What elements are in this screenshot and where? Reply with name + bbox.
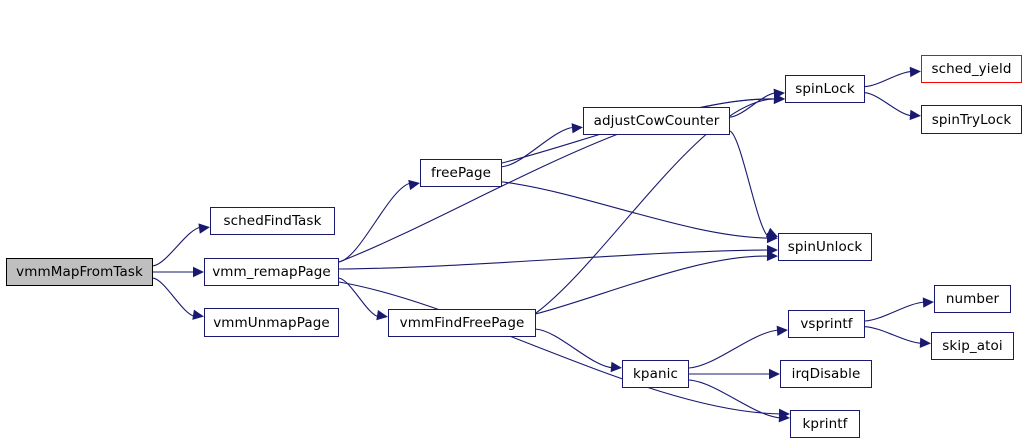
- graph-arrowhead-vmmFindFreePage-to-spinUnlock: [766, 250, 778, 262]
- graph-node-skip_atoi[interactable]: skip_atoi: [931, 332, 1014, 360]
- graph-edge-vmmFindFreePage-to-spinLock: [535, 98, 777, 314]
- graph-node-label: spinTryLock: [931, 111, 1012, 128]
- graph-edge-vmmFindFreePage-to-kpanic: [535, 328, 614, 369]
- graph-node-irqDisable[interactable]: irqDisable: [780, 360, 872, 388]
- graph-arrowhead-vmm_remapPage-to-vmmFindFreePage: [376, 309, 388, 321]
- graph-node-label: vmmMapFromTask: [16, 264, 143, 280]
- graph-edge-vmm_remapPage-to-freePage: [338, 182, 412, 263]
- graph-arrowhead-vmmFindFreePage-to-spinLock: [773, 93, 785, 105]
- graph-arrowhead-kpanic-to-vsprintf: [776, 325, 788, 336]
- graph-node-label: irqDisable: [791, 366, 861, 382]
- graph-arrowhead-vmmMapFromTask-to-schedFindTask: [198, 223, 210, 234]
- graph-node-vmmFindFreePage[interactable]: vmmFindFreePage: [388, 309, 536, 337]
- graph-arrowhead-vmm_remapPage-to-freePage: [408, 179, 420, 191]
- graph-node-label: number: [945, 291, 1000, 307]
- graph-edge-vmmFindFreePage-to-spinUnlock: [535, 255, 770, 315]
- graph-arrowhead-vmmMapFromTask-to-vmm_remapPage: [193, 266, 204, 278]
- graph-node-label: vmm_remapPage: [212, 264, 331, 280]
- graph-edge-spinLock-to-spinTryLock: [864, 92, 913, 117]
- graph-arrowhead-vmmFindFreePage-to-kpanic: [610, 361, 622, 373]
- graph-node-spinLock[interactable]: spinLock: [785, 75, 865, 103]
- graph-edge-vmmMapFromTask-to-vmmUnmapPage: [152, 277, 196, 317]
- graph-arrowhead-vmmMapFromTask-to-vmmUnmapPage: [192, 309, 204, 320]
- graph-node-label: kpanic: [633, 366, 678, 382]
- graph-node-label: vmmFindFreePage: [399, 315, 525, 331]
- graph-arrowhead-spinLock-to-spinTryLock: [909, 109, 921, 121]
- graph-edge-spinLock-to-sched_yield: [864, 70, 913, 88]
- graph-arrowhead-kpanic-to-irqDisable: [769, 368, 780, 380]
- graph-node-vsprintf[interactable]: vsprintf: [788, 310, 865, 338]
- graph-node-label: kprintf: [802, 416, 848, 432]
- graph-edge-adjustCowCounter-to-spinLock: [729, 92, 777, 118]
- graph-edge-vmm_remapPage-to-spinUnlock: [338, 249, 770, 270]
- graph-node-spinUnlock[interactable]: spinUnlock: [778, 233, 872, 261]
- graph-node-adjustCowCounter[interactable]: adjustCowCounter: [583, 107, 730, 135]
- graph-node-label: spinLock: [795, 81, 855, 97]
- graph-node-vmmUnmapPage[interactable]: vmmUnmapPage: [204, 308, 339, 337]
- graph-edge-adjustCowCounter-to-spinUnlock: [729, 130, 770, 238]
- graph-edge-vmmMapFromTask-to-schedFindTask: [152, 226, 202, 267]
- graph-edge-vmm_remapPage-to-vmmFindFreePage: [338, 277, 380, 318]
- graph-node-spinTryLock[interactable]: spinTryLock: [921, 105, 1022, 134]
- graph-edge-vsprintf-to-number: [864, 301, 926, 322]
- graph-arrowhead-kpanic-to-kprintf: [778, 412, 790, 423]
- graph-node-label: schedFindTask: [223, 213, 322, 229]
- graph-edge-vsprintf-to-skip_atoi: [864, 326, 923, 344]
- graph-edge-vmm_remapPage-to-kprintf: [338, 281, 782, 415]
- graph-node-label: freePage: [430, 165, 492, 181]
- graph-node-sched_yield[interactable]: sched_yield: [921, 55, 1022, 83]
- graph-node-kprintf[interactable]: kprintf: [790, 410, 860, 438]
- graph-node-label: vsprintf: [800, 316, 853, 332]
- graph-edge-kpanic-to-kprintf: [688, 379, 782, 419]
- graph-arrowhead-spinLock-to-sched_yield: [909, 66, 921, 78]
- graph-edge-kpanic-to-vsprintf: [688, 329, 780, 369]
- graph-node-label: adjustCowCounter: [593, 113, 720, 129]
- graph-arrowhead-freePage-to-adjustCowCounter: [571, 123, 583, 134]
- graph-node-label: skip_atoi: [942, 338, 1003, 354]
- graph-node-freePage[interactable]: freePage: [420, 159, 502, 187]
- graph-arrowhead-vsprintf-to-number: [922, 297, 934, 308]
- graph-node-label: sched_yield: [931, 61, 1012, 77]
- graph-node-schedFindTask[interactable]: schedFindTask: [210, 207, 335, 235]
- graph-node-label: vmmUnmapPage: [213, 314, 330, 331]
- graph-node-number[interactable]: number: [934, 285, 1011, 313]
- graph-edge-freePage-to-adjustCowCounter: [501, 126, 575, 168]
- graph-node-label: spinUnlock: [787, 239, 863, 255]
- graph-arrowhead-vsprintf-to-skip_atoi: [919, 337, 931, 349]
- graph-node-kpanic[interactable]: kpanic: [622, 360, 689, 388]
- graph-arrowhead-adjustCowCounter-to-spinUnlock: [765, 227, 778, 238]
- graph-node-vmm_remapPage[interactable]: vmm_remapPage: [204, 258, 339, 286]
- graph-node-vmmMapFromTask[interactable]: vmmMapFromTask: [6, 258, 153, 286]
- graph-edge-freePage-to-spinUnlock: [501, 181, 770, 239]
